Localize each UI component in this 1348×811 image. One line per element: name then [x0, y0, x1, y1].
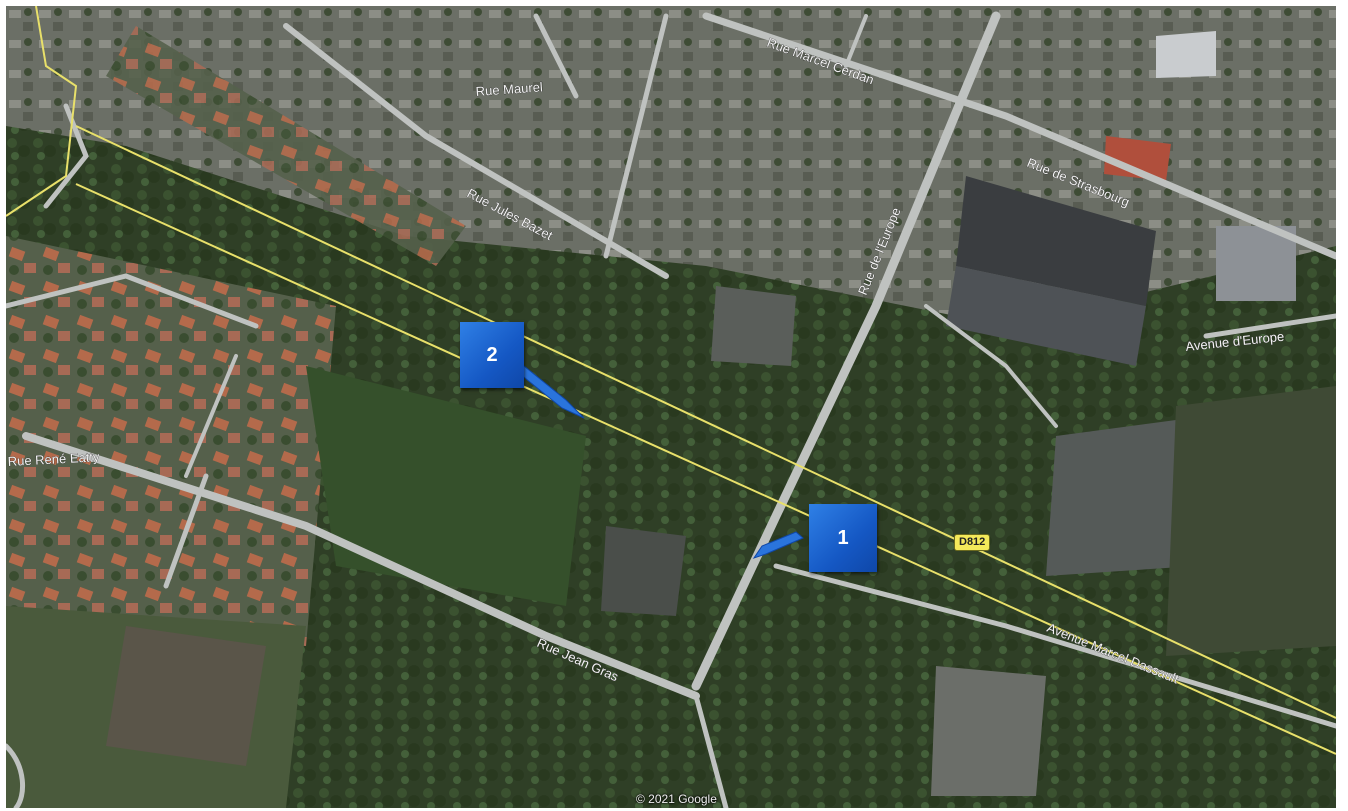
building-white-roof — [1156, 31, 1216, 78]
residential-row-north — [106, 26, 466, 266]
map-imagery: Rue Maurel Rue Marcel Cerdan Rue Jules B… — [6, 6, 1336, 808]
marker-2-label: 2 — [486, 343, 498, 366]
route-d812-lines — [6, 6, 1336, 755]
map-copyright: © 2021 Google — [636, 792, 717, 806]
location-marker-1[interactable]: 1 — [809, 504, 877, 572]
street-label: Rue Maurel — [475, 79, 543, 99]
building-mid — [711, 286, 796, 366]
street-label: Rue René Eatty — [7, 449, 100, 469]
satellite-map[interactable]: Rue Maurel Rue Marcel Cerdan Rue Jules B… — [6, 6, 1336, 808]
location-marker-2[interactable]: 2 — [460, 322, 524, 388]
arrow-icon-1 — [752, 531, 804, 559]
route-badge: D812 — [954, 534, 991, 551]
building-red-roof — [1104, 136, 1171, 181]
ploughed-field — [106, 626, 266, 766]
sports-field — [1166, 386, 1336, 656]
residential-area-west — [6, 236, 336, 646]
parking-lot — [1046, 416, 1206, 576]
marker-1-label: 1 — [837, 526, 849, 549]
building-sports-hall — [956, 176, 1156, 306]
building-east — [1216, 226, 1296, 301]
building-annex — [946, 266, 1146, 366]
building-center — [601, 526, 686, 616]
lots-southeast — [931, 666, 1046, 796]
meadow-center — [306, 366, 586, 606]
